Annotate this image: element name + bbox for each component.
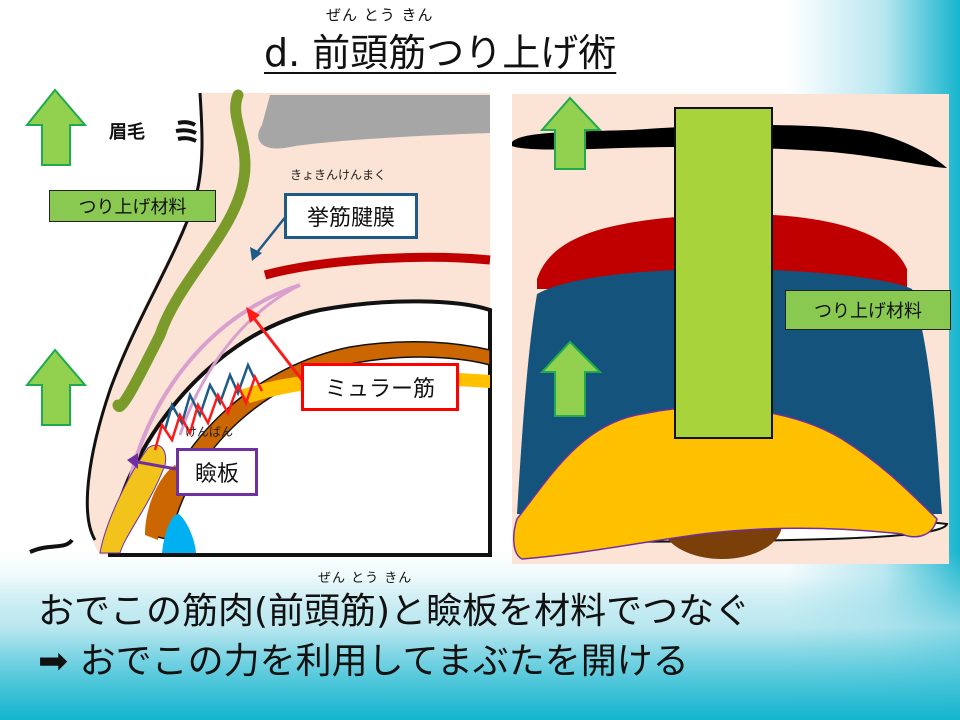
frontal-view-illustration: [512, 94, 949, 564]
sagittal-section-diagram: 眉毛 つり上げ材料 きょきんけんまく 挙筋腱膜 ミュラー筋 けんばん 瞼板: [0, 85, 500, 565]
lifting-material-label-frontal: つり上げ材料: [785, 290, 951, 330]
summary-line-2: ➡ おでこの力を利用してまぶたを開ける: [38, 632, 689, 684]
up-arrow-icon: [24, 88, 88, 166]
slide-title: d. 前頭筋つり上げ術: [264, 31, 617, 75]
right-arrow-icon: ➡: [38, 641, 69, 682]
aponeurosis-label: 挙筋腱膜: [284, 193, 418, 239]
lifting-material-label: つり上げ材料: [49, 190, 216, 222]
frontal-view-diagram: つり上げ材料: [512, 94, 951, 564]
slide-title-block: ぜん とう きん d. 前頭筋つり上げ術: [264, 4, 704, 76]
bottom-ruby: ぜん とう きん: [318, 571, 413, 586]
muller-muscle-label: ミュラー筋: [301, 363, 459, 411]
aponeurosis-ruby: きょきんけんまく: [290, 168, 387, 182]
summary-line-2-text: おでこの力を利用してまぶたを開ける: [79, 641, 689, 682]
up-arrow-icon: [539, 96, 603, 170]
up-arrow-icon: [539, 340, 603, 417]
eyebrow-label: 眉毛: [109, 122, 145, 143]
slide-background-bottom-gradient: [0, 550, 960, 720]
up-arrow-icon: [24, 348, 88, 426]
tarsus-ruby: けんばん: [185, 425, 234, 439]
title-ruby: ぜん とう きん: [326, 6, 434, 24]
tarsus-label: 瞼板: [176, 448, 258, 496]
summary-line-1: おでこの筋肉(前頭筋)と瞼板を材料でつなぐ: [38, 591, 751, 632]
